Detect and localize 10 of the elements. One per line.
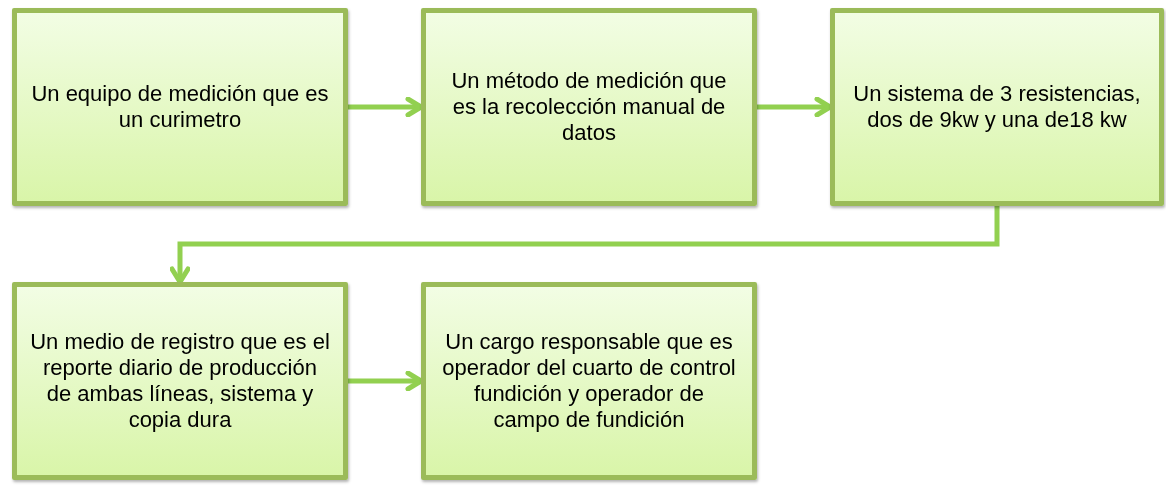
box-text: Un método de medición que es la recolección manual de datos xyxy=(450,68,728,146)
process-box xyxy=(421,8,757,206)
box-text: Un medio de registro que es el reporte diario de producción de ambas líneas, sistema y copia dura xyxy=(29,329,331,433)
process-box xyxy=(12,8,348,206)
process-box xyxy=(12,282,348,480)
box-text: Un equipo de medición que es un curimetro xyxy=(30,81,330,133)
process-box xyxy=(421,282,757,480)
process-box xyxy=(830,8,1164,206)
box-text: Un cargo responsable que es operador del cuarto de control fundición y operador de campo de fundición xyxy=(441,329,737,433)
box-text: Un sistema de 3 resistencias, dos de 9kw y una de18 kw xyxy=(852,81,1142,133)
